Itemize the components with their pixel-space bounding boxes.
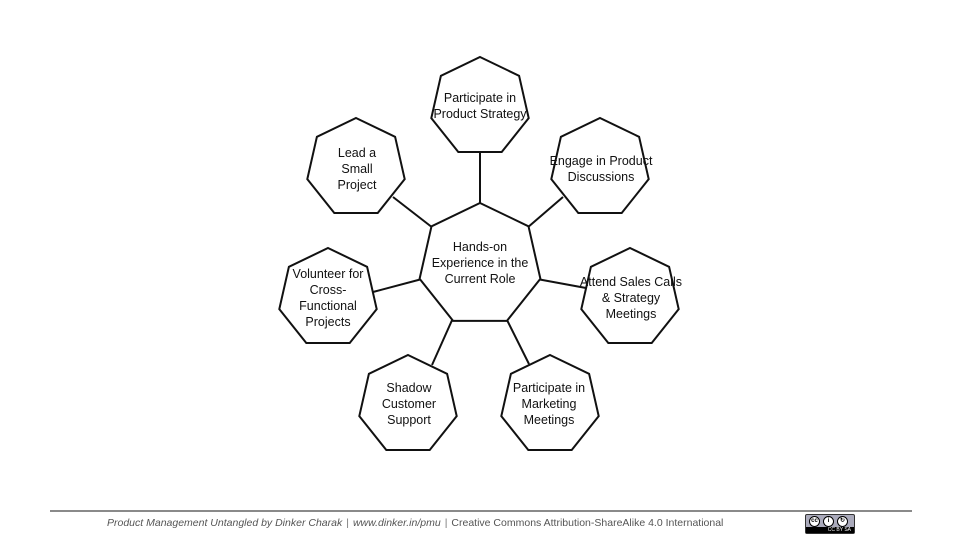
node-label: Participate in Marketing Meetings (512, 381, 586, 427)
footer-url[interactable]: www.dinker.in/pmu (352, 517, 441, 529)
node-label: Engage in Product Discussions (549, 154, 653, 184)
center-node (418, 201, 542, 322)
node-label: Participate in Product Strategy (433, 91, 527, 121)
node-heptagon (500, 353, 600, 451)
cc-by-sa-badge-icon: cci↻ cc by sa (805, 514, 855, 534)
cc-badge-text: cc by sa (806, 527, 854, 533)
connector-line (372, 278, 423, 293)
node-heptagon (278, 246, 378, 344)
footer: Product Management Untangled by Dinker C… (107, 517, 724, 529)
connector-line (392, 196, 434, 229)
node-heptagon (580, 246, 680, 344)
node-label: Volunteer for Cross-Functional Projects (292, 267, 364, 329)
node-heptagon (358, 353, 458, 451)
node-label: Lead a Small Project (337, 146, 377, 192)
node-heptagon (550, 116, 650, 214)
node-heptagon (306, 116, 406, 214)
connector-line (431, 317, 454, 366)
footer-license: Creative Commons Attribution-ShareAlike … (451, 517, 724, 529)
center-node-label: Hands-on Experience in the Current Role (431, 240, 529, 286)
node-label: Shadow Customer Support (381, 381, 437, 427)
footer-divider (50, 510, 912, 512)
connector-line (536, 278, 587, 289)
node-heptagon (430, 55, 530, 153)
footer-book: Product Management Untangled by Dinker C… (107, 517, 343, 529)
connector-line (526, 196, 564, 229)
connector-line (505, 317, 530, 365)
node-label: Attend Sales Calls & Strategy Meetings (579, 275, 683, 321)
